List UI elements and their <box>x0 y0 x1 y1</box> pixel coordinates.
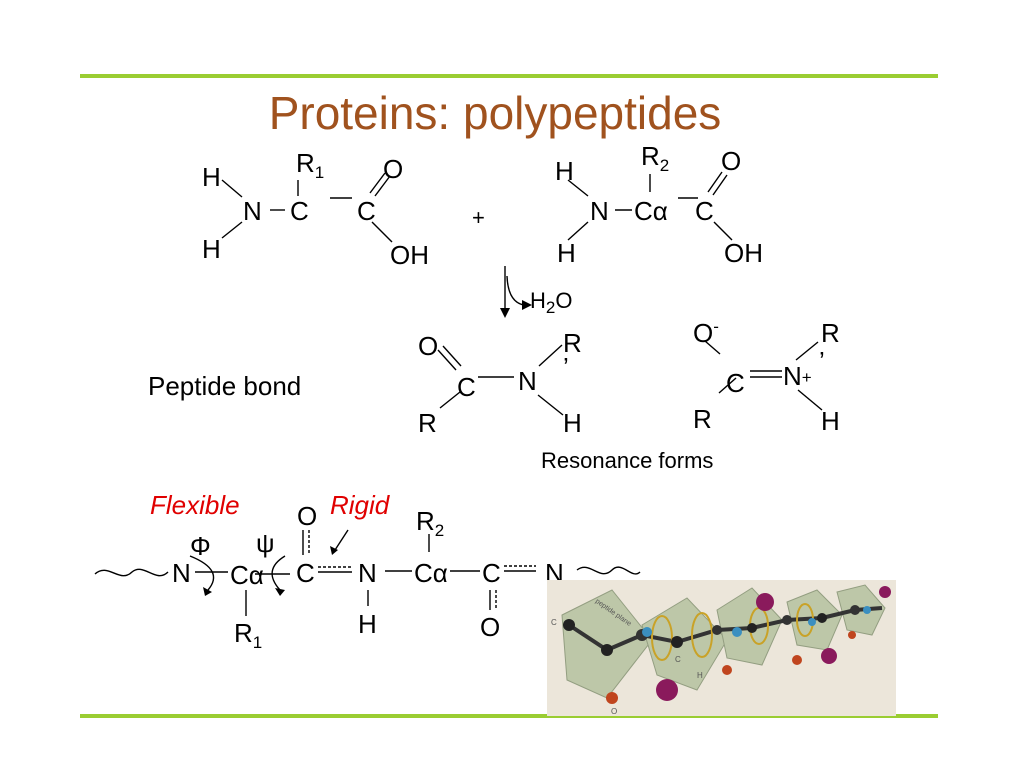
top-rule <box>80 74 938 78</box>
aa1-n: N <box>243 196 262 226</box>
chain-c2: C <box>482 558 501 588</box>
form1-r-left: R <box>418 408 437 438</box>
form2-c: C <box>726 368 745 398</box>
aa2-o: O <box>721 146 741 176</box>
photo-label-h-mid: H <box>697 671 703 680</box>
bottom-rule <box>80 714 938 718</box>
form2-prime: ’ <box>819 346 825 376</box>
aa1-c: C <box>357 196 376 226</box>
chain-h2: H <box>358 609 377 639</box>
aa2-r: R2 <box>641 141 669 175</box>
aa1-oh: OH <box>390 240 429 270</box>
arrowheads <box>203 300 532 596</box>
chain-r2: R2 <box>416 506 444 540</box>
form1-n: N <box>518 366 537 396</box>
resonance-forms-label: Resonance forms <box>541 448 713 473</box>
chain-n2: N <box>358 558 377 588</box>
form1-h: H <box>563 408 582 438</box>
form2-r-right: R <box>821 318 840 348</box>
aa2-c-alpha: Cα <box>634 196 668 226</box>
flexible-label: Flexible <box>150 490 240 520</box>
bond-lines <box>94 171 823 616</box>
chain-c-alpha1: Cα <box>230 560 264 590</box>
chain-o1: O <box>297 501 317 531</box>
plus-sign: + <box>472 205 485 230</box>
aa2-h-bottom: H <box>557 238 576 268</box>
peptide-bond-label: Peptide bond <box>148 371 301 401</box>
chain-c1: C <box>296 558 315 588</box>
chain-r1: R1 <box>234 618 262 652</box>
psi-symbol: ψ <box>256 528 275 558</box>
photo-label-c-left: C <box>551 618 557 627</box>
photo-label-c-mid: C <box>675 655 681 664</box>
chain-c-alpha2: Cα <box>414 558 448 588</box>
slide-title: Proteins: polypeptides <box>268 87 722 139</box>
form2-h: H <box>821 406 840 436</box>
water-label: H2O <box>530 288 572 317</box>
aa1-h-top: H <box>202 162 221 192</box>
form1-prime: ’ <box>563 352 569 382</box>
aa1-r: R1 <box>296 148 324 182</box>
aa1-h-bottom: H <box>202 234 221 264</box>
form2-o: O- <box>693 317 719 348</box>
aa1-c-alpha: C <box>290 196 309 226</box>
form2-r-left: R <box>693 404 712 434</box>
form2-n: N+ <box>783 361 812 391</box>
phi-symbol: Φ <box>190 531 211 561</box>
atoms <box>563 586 891 704</box>
peptide-plane-photo: peptide plane C O H C <box>547 580 896 716</box>
form1-r-right: R <box>563 328 582 358</box>
chain-o2: O <box>480 612 500 642</box>
aa2-h-top: H <box>555 156 574 186</box>
form1-c: C <box>457 372 476 402</box>
rigid-label: Rigid <box>330 490 391 520</box>
aa2-oh: OH <box>724 238 763 268</box>
photo-label-o-bottom: O <box>611 707 617 716</box>
aa2-n: N <box>590 196 609 226</box>
chain-n1: N <box>172 558 191 588</box>
aa1-o: O <box>383 154 403 184</box>
form1-o: O <box>418 331 438 361</box>
aa2-c: C <box>695 196 714 226</box>
